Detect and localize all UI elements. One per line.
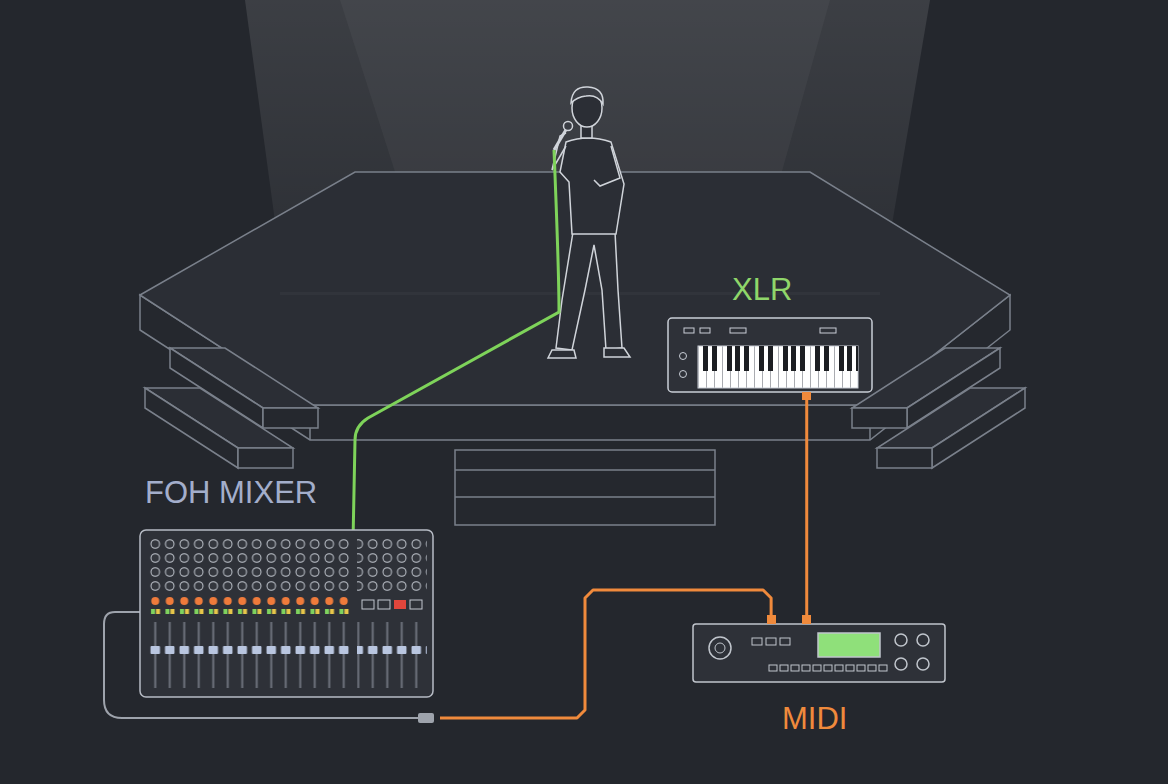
performer-arm	[594, 146, 620, 186]
mixer-button	[394, 600, 406, 609]
stair-step	[238, 448, 293, 468]
front-step-line	[455, 469, 715, 471]
mixer-button	[362, 600, 374, 609]
midi-cable	[440, 590, 771, 718]
keyboard-button	[684, 328, 694, 333]
mixer-faders	[148, 620, 351, 690]
device-heading: MIDI	[782, 703, 847, 734]
keyboard-keys	[698, 346, 858, 388]
microphone-head	[564, 122, 573, 131]
keyboard-button	[820, 328, 836, 333]
rack-knob	[917, 658, 929, 670]
stair-step	[145, 388, 238, 468]
rack-button	[766, 638, 776, 645]
rack-knob	[895, 658, 907, 670]
rack-knob	[715, 643, 725, 653]
rack-knob	[709, 637, 731, 659]
device-heading: FOH MIXER	[145, 477, 317, 508]
mixer-master-faders	[357, 620, 427, 690]
rack-buttons	[768, 664, 889, 672]
mixer-button	[378, 600, 390, 609]
keyboard-button	[700, 328, 710, 333]
rack-knob	[895, 634, 907, 646]
performer-hair	[571, 87, 603, 104]
mixer-button	[410, 600, 422, 609]
keyboard-knob	[680, 353, 687, 360]
rack-body	[693, 624, 945, 682]
front-step	[455, 450, 715, 525]
mic-cable	[353, 150, 559, 542]
cable-plug	[767, 615, 776, 624]
mixer-master-knobs	[357, 537, 427, 593]
performer-torso	[560, 138, 624, 234]
stair-step	[932, 388, 1025, 468]
cable-plug	[802, 392, 811, 400]
keyboard-black-keys	[698, 346, 858, 388]
stair-step	[852, 408, 907, 428]
front-step-line	[455, 496, 715, 498]
microphone	[554, 128, 567, 150]
mixer-leds	[148, 595, 351, 607]
rack-button	[780, 638, 790, 645]
performer-shoe	[548, 350, 576, 358]
rack-knob	[917, 634, 929, 646]
keyboard-body	[668, 318, 872, 392]
mixer-meters	[148, 608, 351, 616]
rack-display	[818, 633, 880, 657]
cable-plug	[418, 713, 434, 723]
cable-plug	[802, 615, 811, 624]
keyboard-button	[730, 328, 746, 333]
device-heading: XLR	[732, 274, 792, 305]
mixer-node: FOH MIXER	[100, 528, 440, 726]
performer-legs	[556, 232, 622, 350]
rack-button	[752, 638, 762, 645]
stair-step	[263, 408, 318, 428]
stair-step	[877, 448, 932, 468]
keyboard-node: XLR	[668, 318, 872, 392]
keyboard-knob	[680, 371, 687, 378]
rack-node: MIDI	[693, 624, 945, 682]
performer-shoe	[604, 348, 630, 357]
mixer-body	[140, 530, 433, 697]
mixer-knobs	[148, 537, 351, 593]
midi-cable	[805, 392, 808, 624]
